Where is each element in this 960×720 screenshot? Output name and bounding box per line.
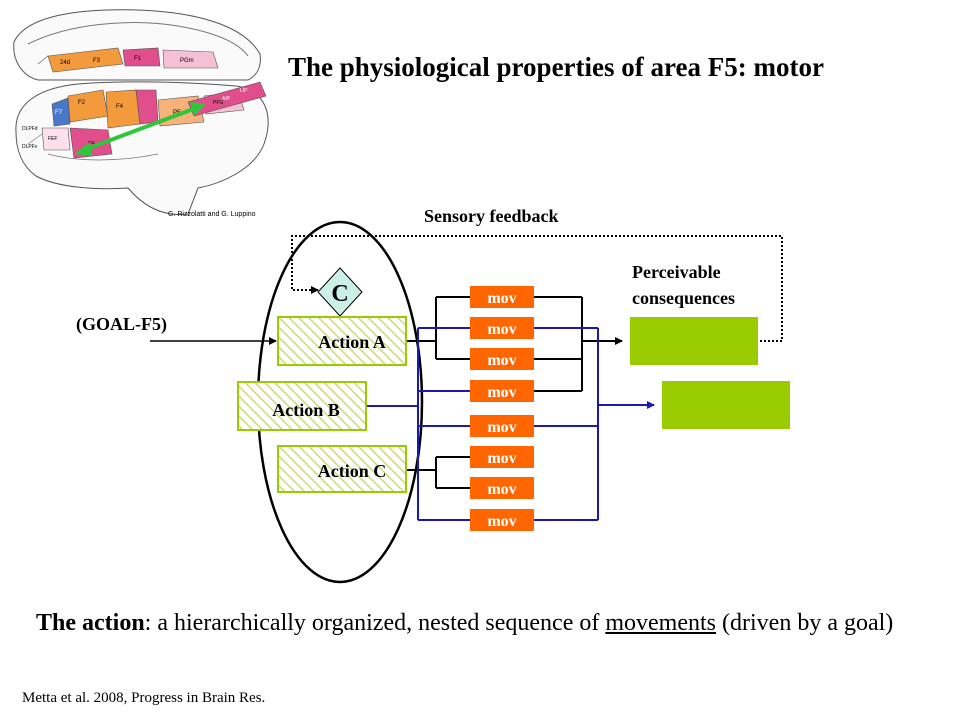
action-box-b: Action B	[237, 381, 367, 431]
svg-text:mov: mov	[487, 513, 516, 530]
consequence-box-1	[630, 317, 758, 365]
svg-text:mov: mov	[487, 419, 516, 436]
movement-box-7: mov	[470, 477, 534, 499]
area-label-fef: FEF	[48, 136, 57, 142]
consequence-box-2	[662, 381, 790, 429]
medial-area-f3	[47, 47, 124, 73]
area-label-pfg: PFG	[213, 100, 223, 106]
svg-text:mov: mov	[487, 384, 516, 401]
action-box-c: Action C	[277, 445, 407, 493]
slide-caption: The action: a hierarchically organized, …	[36, 610, 893, 637]
action-a-label: Action A	[318, 332, 386, 352]
lateral-area-f7	[51, 97, 71, 127]
area-label-24d: 24d	[60, 60, 70, 66]
area-label-f3: F3	[93, 58, 101, 64]
movement-box-4: mov	[470, 380, 534, 402]
goal-label: (GOAL-F5)	[76, 314, 167, 335]
svg-text:mov: mov	[487, 352, 516, 369]
movement-box-2: mov	[470, 317, 534, 339]
perceivable-label-line2: consequences	[632, 288, 735, 308]
sensory-feedback-loop	[291, 235, 783, 342]
sensory-feedback-label: Sensory feedback	[424, 206, 559, 226]
action-b-label: Action B	[272, 400, 340, 420]
movement-stack: mov mov mov mov mov mov mov mov	[470, 286, 534, 531]
green-connection-arrow	[74, 102, 206, 156]
medial-area-f1	[122, 47, 161, 67]
perceivable-label-line1: Perceivable	[632, 262, 721, 282]
action-c-label: Action C	[318, 461, 387, 481]
area-label-dlpfv: DLPFv	[22, 144, 38, 150]
action-b-connectors	[366, 327, 655, 521]
area-label-dlpfd: DLPFd	[22, 126, 38, 132]
area-label-lip: LIP	[240, 88, 248, 94]
area-label-f7: F7	[55, 110, 63, 116]
citation: Metta et al. 2008, Progress in Brain Res…	[22, 690, 266, 706]
movement-box-5: mov	[470, 415, 534, 437]
movement-box-8: mov	[470, 509, 534, 531]
movement-box-3: mov	[470, 348, 534, 370]
svg-text:mov: mov	[487, 450, 516, 467]
svg-text:mov: mov	[487, 290, 516, 307]
action-box-a: Action A	[277, 316, 407, 366]
brain-areas-figure: 24d F3 F1 PGm F2 F7 F4 F5 FEF PF PFG AIP…	[13, 9, 269, 218]
caption-lead: The action	[36, 610, 145, 636]
svg-text:mov: mov	[487, 321, 516, 338]
action-c-connectors	[406, 456, 470, 489]
movement-box-6: mov	[470, 446, 534, 468]
lateral-area-fef	[41, 127, 71, 151]
caption-underlined: movements	[605, 610, 717, 636]
svg-text:mov: mov	[487, 481, 516, 498]
area-label-pgm: PGm	[180, 58, 194, 64]
caption-text-2: (driven by a goal)	[716, 610, 894, 636]
action-a-connectors	[406, 296, 623, 392]
area-label-f1-medial: F1	[134, 56, 142, 62]
area-label-aip: AIP	[222, 96, 231, 102]
brain-figure-credit: G. Rizzolatti and G. Luppino	[168, 211, 256, 218]
movement-box-1: mov	[470, 286, 534, 308]
page-title: The physiological properties of area F5:…	[288, 52, 824, 82]
context-label: C	[331, 281, 348, 307]
medial-area-pgm	[162, 49, 219, 69]
area-label-f2: F2	[78, 100, 86, 106]
area-label-f4: F4	[116, 104, 124, 110]
caption-text-1: : a hierarchically organized, nested seq…	[144, 610, 606, 636]
